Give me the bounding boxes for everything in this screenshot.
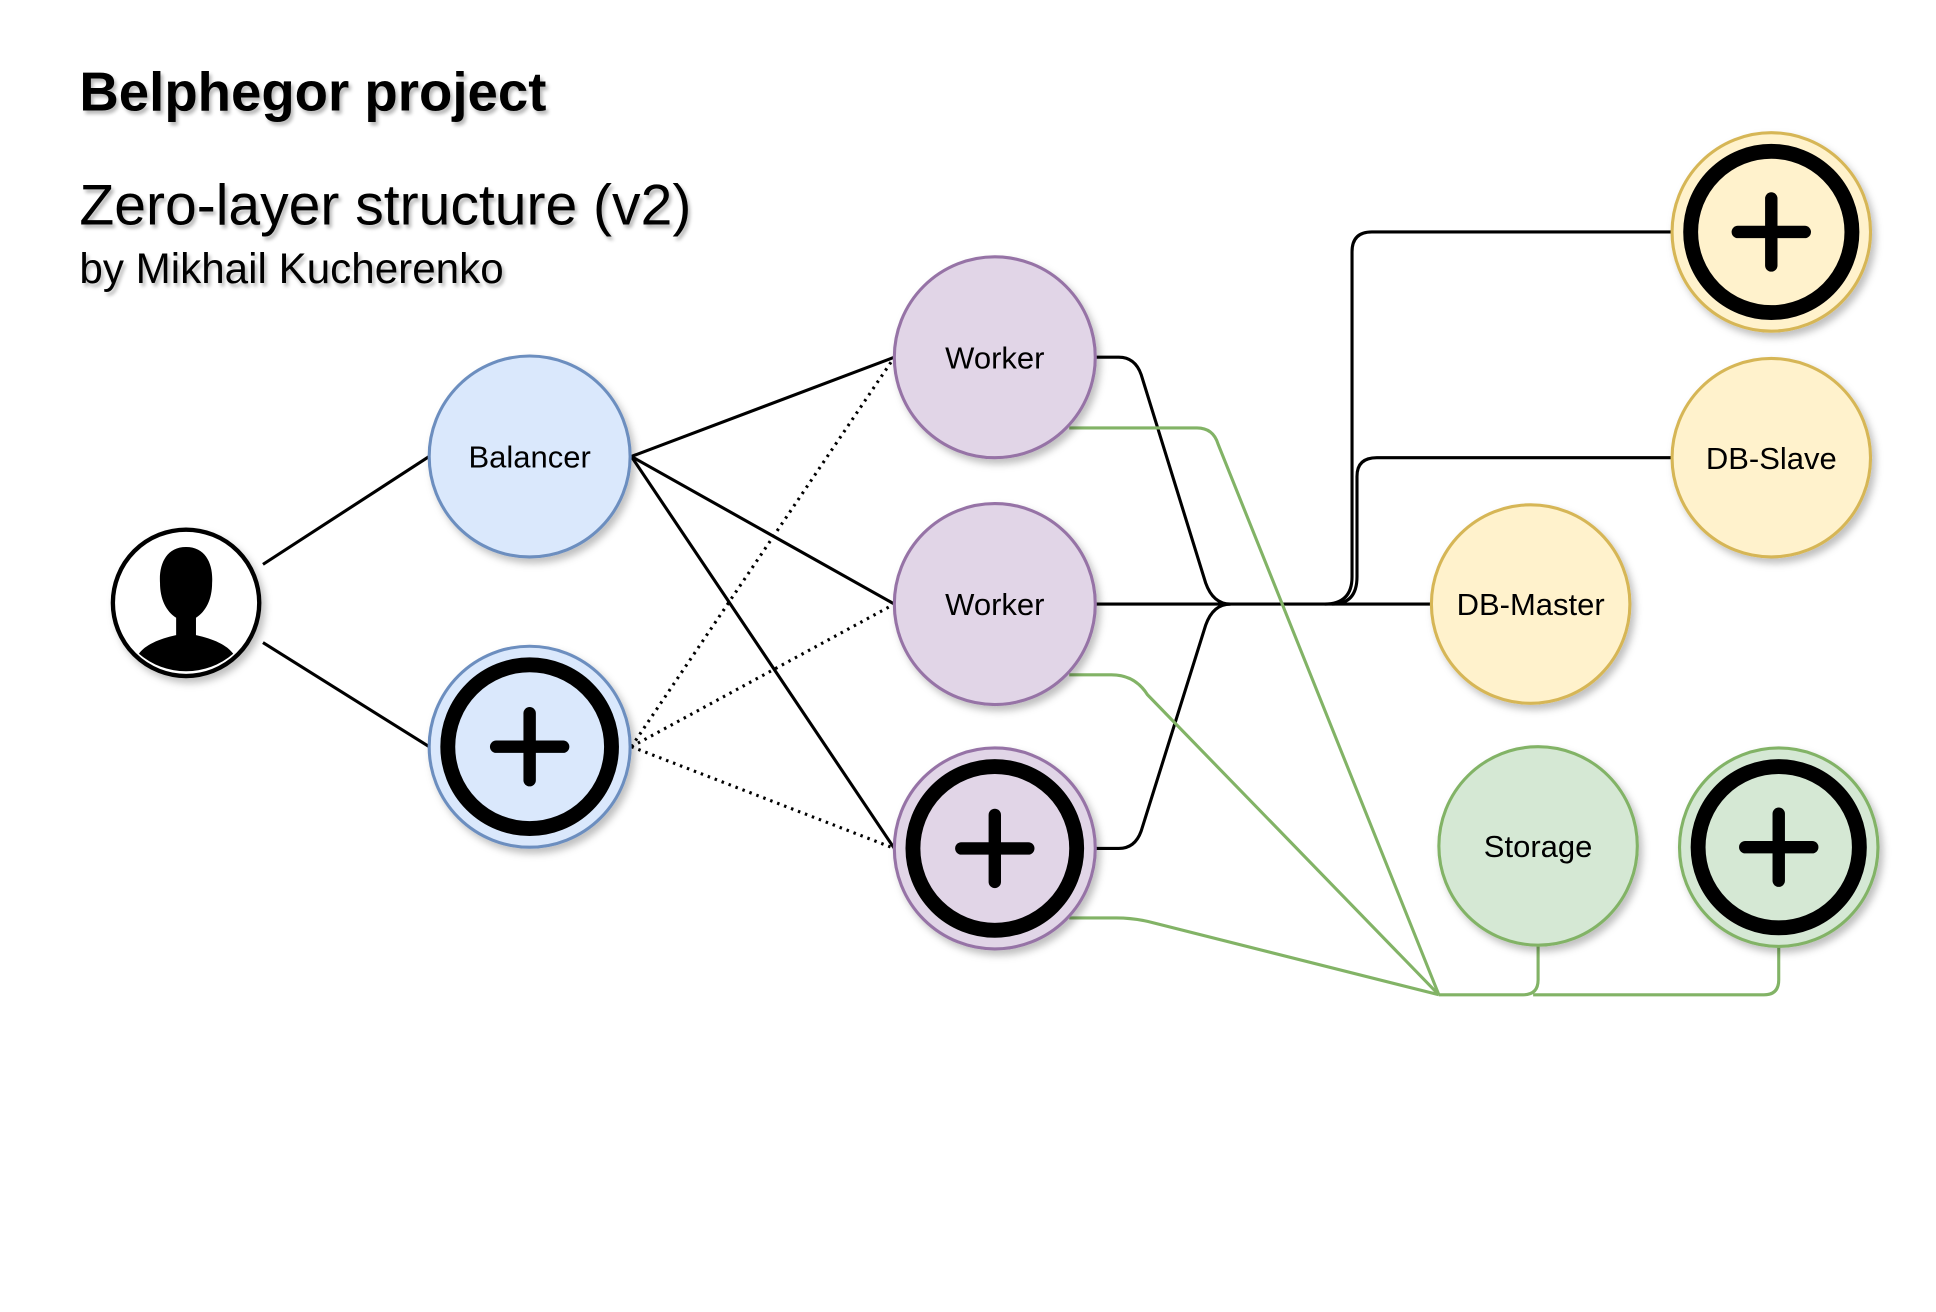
worker-node-1[interactable]: Worker xyxy=(892,255,1097,460)
user-node[interactable] xyxy=(110,527,262,679)
dotted-connector-lines xyxy=(630,356,896,850)
add-worker-button[interactable] xyxy=(892,746,1097,951)
diagram-author: by Mikhail Kucherenko xyxy=(79,245,504,293)
plus-icon xyxy=(489,707,570,787)
plus-icon xyxy=(1731,192,1811,272)
edge-user-balancer xyxy=(262,455,431,566)
add-storage-button[interactable] xyxy=(1677,746,1880,948)
db-slave-node[interactable]: DB-Slave xyxy=(1670,356,1873,559)
db-slave-label: DB-Slave xyxy=(1706,441,1837,476)
architecture-diagram: Balancer Worker Worker xyxy=(110,131,1880,997)
db-master-node[interactable]: DB-Master xyxy=(1429,503,1632,705)
storage-node[interactable]: Storage xyxy=(1437,745,1639,947)
edge-bus-db-add xyxy=(1324,230,1674,606)
worker-2-label: Worker xyxy=(945,587,1044,622)
storage-label: Storage xyxy=(1484,829,1593,864)
edge-balancer-add-worker2 xyxy=(630,602,896,749)
user-avatar-icon xyxy=(138,547,234,672)
diagram-subtitle: Zero-layer structure (v2) xyxy=(79,172,692,237)
connector-lines xyxy=(262,230,1674,850)
diagram-title: Belphegor project xyxy=(79,62,547,123)
balancer-node[interactable]: Balancer xyxy=(427,354,632,559)
edge-balancer-worker2 xyxy=(630,455,896,606)
worker-1-label: Worker xyxy=(945,340,1044,375)
plus-icon xyxy=(1739,807,1819,887)
balancer-label: Balancer xyxy=(468,440,590,475)
add-balancer-button[interactable] xyxy=(427,644,632,849)
db-master-label: DB-Master xyxy=(1457,587,1605,622)
edge-balancer-add-worker-add xyxy=(630,745,895,850)
storage-connector-lines xyxy=(1069,426,1781,997)
edge-worker1-storage xyxy=(1069,426,1441,996)
edge-balancer-add-worker1 xyxy=(630,356,896,748)
edge-worker2-storage xyxy=(1069,673,1440,996)
add-db-button[interactable] xyxy=(1670,131,1873,333)
edge-balancer-worker-add xyxy=(630,455,896,850)
edge-storage-add-bus xyxy=(1533,947,1781,997)
edge-bus-db-slave xyxy=(1332,456,1674,606)
worker-node-2[interactable]: Worker xyxy=(892,502,1097,707)
edge-worker-add-bus xyxy=(1096,602,1231,850)
edge-worker-add-storage xyxy=(1069,916,1440,997)
edge-worker1-bus xyxy=(1096,355,1231,606)
plus-icon xyxy=(955,808,1035,889)
edge-user-balancer-add xyxy=(262,641,431,749)
edge-balancer-worker1 xyxy=(630,355,895,458)
edge-storage-bus xyxy=(1438,945,1540,997)
